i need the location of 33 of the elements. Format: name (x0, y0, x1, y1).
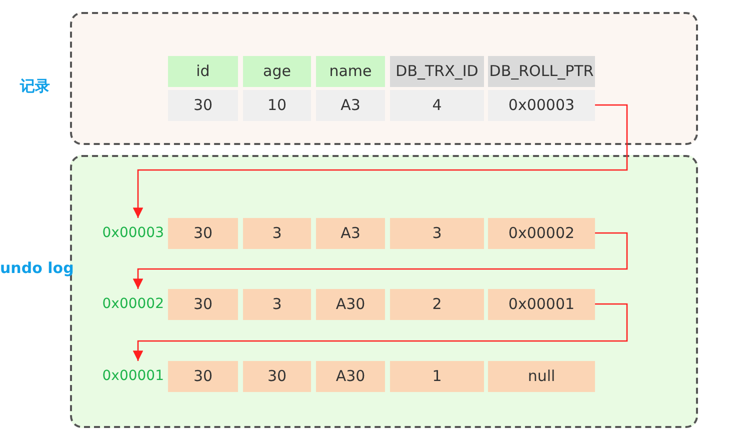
table-cell: 0x00003 (488, 90, 595, 121)
table-cell: 30 (243, 361, 311, 392)
address-label: 0x00001 (102, 367, 164, 386)
table-cell: A30 (316, 361, 385, 392)
arrow (132, 104, 628, 218)
table-cell: 0x00002 (488, 218, 595, 249)
address-label: 0x00002 (102, 295, 164, 314)
table-cell: 1 (390, 361, 484, 392)
table-cell: 30 (168, 289, 238, 320)
table-cell: 4 (390, 90, 484, 121)
group-title: 记录 (20, 77, 50, 96)
header-cell: DB_ROLL_PTR (488, 56, 595, 87)
group-title: undo log (0, 259, 74, 277)
table-cell: 3 (390, 218, 484, 249)
table-cell: 10 (243, 90, 311, 121)
table-cell: 30 (168, 361, 238, 392)
table-cell: 30 (168, 90, 238, 121)
address-label: 0x00003 (102, 224, 164, 243)
table-cell: null (488, 361, 595, 392)
table-cell: A30 (316, 289, 385, 320)
header-cell: name (316, 56, 385, 87)
table-cell: 0x00001 (488, 289, 595, 320)
table-cell: 30 (168, 218, 238, 249)
table-cell: A3 (316, 218, 385, 249)
header-cell: DB_TRX_ID (390, 56, 484, 87)
table-cell: 3 (243, 289, 311, 320)
arrow (132, 232, 628, 289)
table-cell: 2 (390, 289, 484, 320)
header-cell: id (168, 56, 238, 87)
header-cell: age (243, 56, 311, 87)
arrow (132, 303, 628, 361)
table-cell: A3 (316, 90, 385, 121)
table-cell: 3 (243, 218, 311, 249)
